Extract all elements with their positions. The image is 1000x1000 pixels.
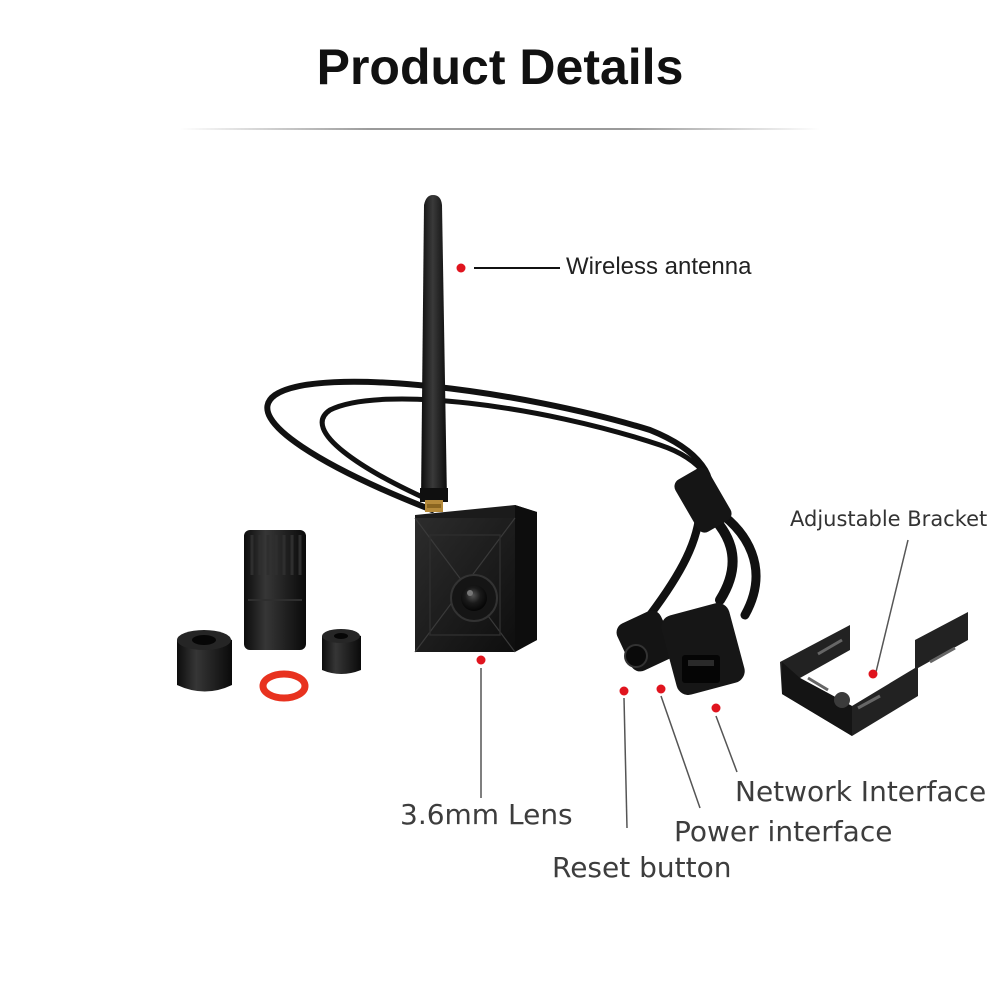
title-divider	[180, 128, 820, 130]
label-adjustable-bracket: Adjustable Bracket	[790, 507, 988, 531]
power-connector	[616, 610, 676, 672]
marker-power	[656, 684, 666, 694]
rubber-gasket	[259, 670, 309, 702]
label-wireless-antenna: Wireless antenna	[566, 253, 752, 280]
marker-bracket	[868, 669, 878, 679]
callout-leader-lines	[474, 267, 909, 829]
label-power-interface: Power interface	[674, 815, 893, 848]
callout-markers	[456, 263, 878, 713]
marker-antenna	[456, 263, 466, 273]
label-reset-button: Reset button	[552, 851, 732, 884]
marker-network	[711, 703, 721, 713]
camera-body	[414, 505, 537, 653]
adjustable-bracket	[780, 612, 968, 736]
label-lens: 3.6mm Lens	[400, 798, 573, 831]
label-network-interface: Network Interface	[735, 775, 987, 808]
cable-gland	[244, 530, 306, 650]
cap-large	[177, 630, 232, 692]
antenna	[420, 195, 448, 512]
page-title: Product Details	[316, 39, 684, 95]
marker-reset	[619, 686, 629, 696]
marker-lens	[476, 655, 486, 665]
cap-small	[322, 629, 361, 674]
network-connector	[661, 603, 745, 695]
cable-junction	[674, 467, 732, 533]
